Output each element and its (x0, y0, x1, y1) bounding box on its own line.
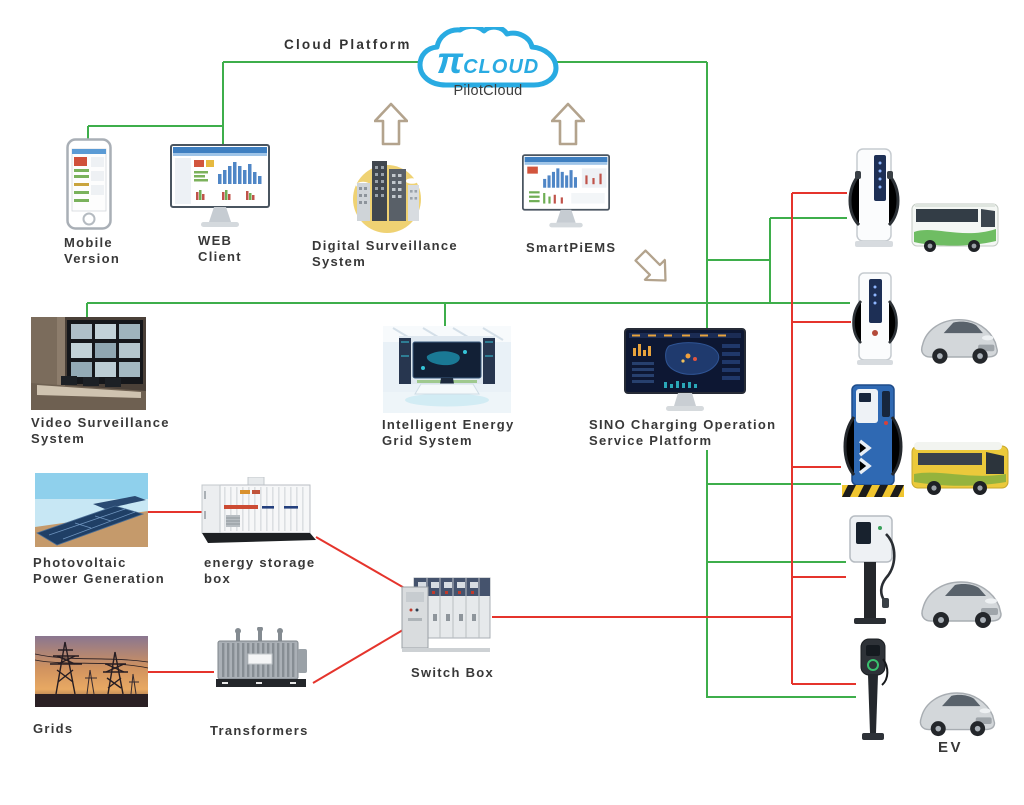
sino-platform-label: SINO Charging Operation Service Platform (589, 417, 777, 448)
cloud-icon (417, 27, 559, 88)
logo-word: CLOUD (463, 56, 540, 78)
digital-surveillance-label: Digital Surveillance System (312, 238, 458, 269)
transformers-label: Transformers (210, 723, 309, 738)
mobile-phone-illustration (66, 138, 112, 230)
photovoltaic-photo (35, 473, 148, 547)
intelligent-energy-label: Intelligent Energy Grid System (382, 417, 515, 448)
smartpiems-monitor-illustration (522, 154, 610, 228)
green-wires (86, 61, 856, 698)
transformer-photo (216, 627, 307, 687)
ev-car-silver-illustration (920, 318, 998, 364)
pilotcloud-subtitle: PilotCloud (453, 83, 523, 99)
dc-fast-charger-white-illustration (848, 148, 900, 247)
grids-label: Grids (33, 721, 74, 736)
video-surveillance-photo (31, 317, 146, 410)
switch-box-label: Switch Box (411, 665, 495, 680)
arrow-up-icon (551, 102, 585, 146)
digital-surveillance-buildings-icon (353, 161, 421, 233)
wallbox-charger-pedestal-illustration (849, 515, 896, 624)
energy-storage-container-photo (201, 477, 316, 543)
photovoltaic-label: Photovoltaic Power Generation (33, 555, 166, 586)
intelligent-energy-room-photo (383, 326, 511, 413)
dc-charger-white-illustration (852, 272, 898, 365)
smartpiems-label: SmartPiEMS (526, 240, 617, 255)
arrow-up-icon (374, 102, 408, 146)
web-client-label: WEB Client (198, 233, 242, 264)
ev-car-silver-illustration (919, 692, 996, 737)
switch-box-photo (401, 577, 491, 652)
arrow-diagonal-icon (634, 249, 667, 282)
web-client-monitor-illustration (170, 144, 270, 227)
ev-label: EV (938, 739, 964, 756)
energy-storage-label: energy storage box (204, 555, 316, 586)
grids-photo (35, 636, 148, 707)
cloud-platform-label: Cloud Platform (284, 37, 412, 52)
dc-charger-blue-illustration (842, 384, 904, 497)
electric-bus-yellow-illustration (911, 442, 1009, 495)
logo-pi-glyph: π (436, 40, 464, 81)
ac-charger-pole-black-illustration (860, 638, 889, 740)
video-surveillance-label: Video Surveillance System (31, 415, 170, 446)
electric-bus-green-illustration (911, 203, 999, 252)
ev-car-silver-illustration (921, 581, 1002, 628)
sino-platform-monitor-illustration (624, 328, 746, 411)
mobile-version-label: Mobile Version (64, 235, 121, 266)
